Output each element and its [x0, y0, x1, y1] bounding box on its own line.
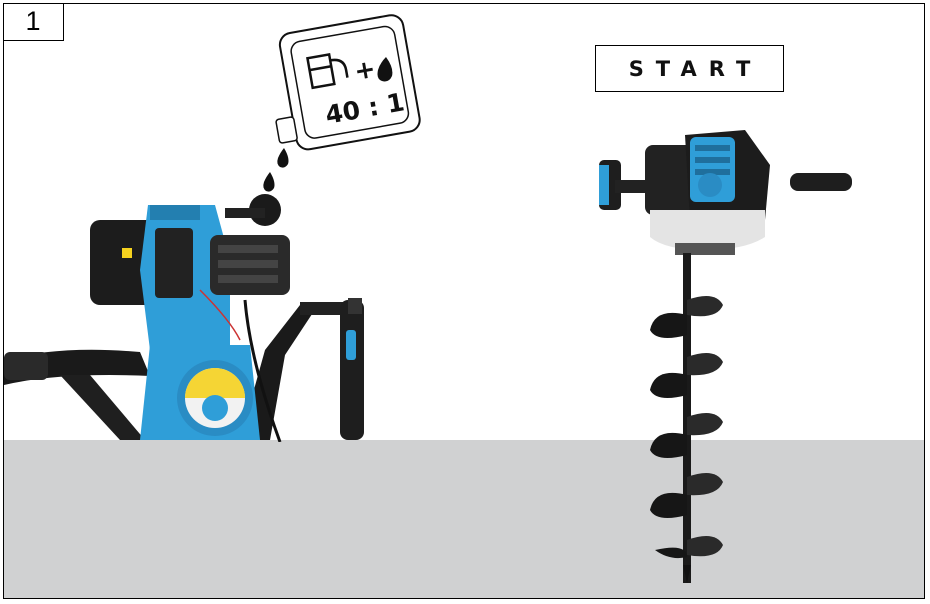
engine-closeup-illustration: [4, 194, 364, 442]
earth-auger-illustration: [599, 130, 852, 583]
fuel-pump-icon: [306, 53, 349, 90]
plus-sign: +: [352, 54, 378, 86]
ground-area: [4, 440, 924, 599]
oil-drop-icon: [377, 57, 393, 82]
step-number: 1: [3, 3, 64, 41]
start-label: START: [595, 45, 784, 92]
fuel-can-illustration: + 40 : 1: [263, 14, 421, 192]
